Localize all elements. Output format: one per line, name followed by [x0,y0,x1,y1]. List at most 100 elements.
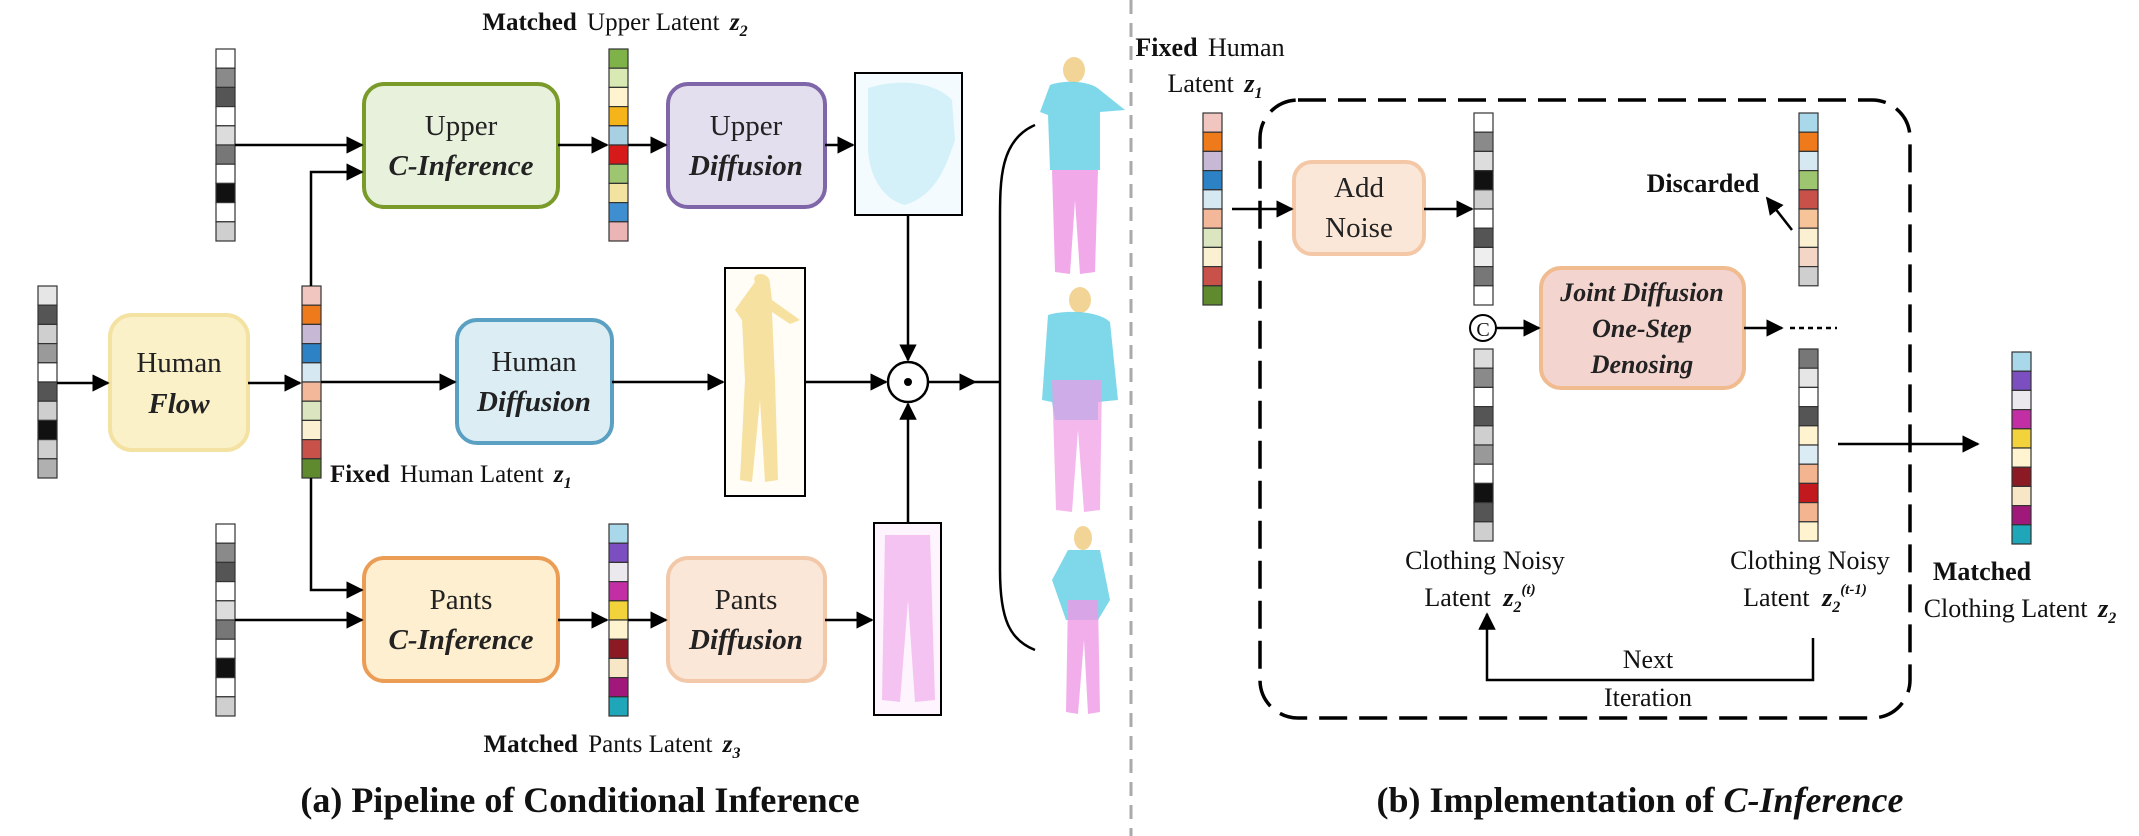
vector-cell [1202,112,1223,133]
vector-cell [1202,208,1223,229]
pants-pointcloud-thumb [873,522,942,716]
vector-cell [1798,170,1819,191]
hadamard-product-node [886,360,930,404]
vector-cell [1798,367,1819,389]
pants-c-inference-box: Pants C-Inference [362,556,560,683]
noisy-t-var: z [1502,583,1514,612]
matched-pants-latent-vector [608,523,629,717]
vector-cell [215,696,236,717]
vector-cell [1473,425,1494,446]
matched-pants-rest: Pants Latent [588,731,712,758]
upper-c-inference-box: Upper C-Inference [362,82,560,209]
clothing-noisy-t-line2: Latent z2(t) [1424,582,1535,616]
vector-cell [37,419,58,441]
vector-cell [1798,246,1819,268]
vector-cell [1473,189,1494,210]
matched-clothing-line1: Matched [1933,557,2032,586]
vector-cell [1473,150,1494,172]
vector-cell [215,580,236,602]
vector-cell [608,48,629,69]
human-flow-box: Human Flow [108,313,250,452]
vector-cell [2011,409,2032,430]
vector-cell [215,67,236,88]
discarded-label: Discarded [1647,169,1760,198]
vector-cell [37,381,58,402]
caption-b-italic: C-Inference [1724,780,1904,820]
fixed-human-latent-label: Fixed Human Latent z1 [330,461,572,492]
matched-pants-var: z [722,731,733,758]
fixed-human-rest: Human Latent [400,461,544,488]
c-inference-arrows [1232,196,1980,682]
joint-line1: Joint Diffusion [1559,278,1724,307]
clothing-noisy-t1-line1: Clothing Noisy [1730,546,1890,575]
vector-cell [2011,524,2032,545]
human-pointcloud-thumb [724,267,806,497]
vector-cell [215,86,236,108]
vector-cell [2011,505,2032,526]
vector-cell [215,676,236,698]
vector-cell [215,221,236,242]
pants-c-inference-line2: C-Inference [389,624,534,656]
vector-cell [1473,386,1494,408]
matched-pants-bold: Matched [484,731,579,758]
vector-cell [1473,444,1494,465]
vector-cell [2011,370,2032,392]
vector-cell [1473,246,1494,268]
matched-upper-var: z [729,9,740,36]
vector-cell [215,600,236,621]
vector-cell [1202,246,1223,268]
output-figure-3 [1052,526,1110,714]
vector-cell [1798,406,1819,427]
vector-cell [1473,521,1494,542]
pants-diffusion-line1: Pants [715,584,778,616]
vector-cell [215,619,236,640]
vector-cell [1202,285,1223,306]
matched-clothing-line2: Clothing Latent z2 [1924,594,2117,627]
upper-diffusion-line2: Diffusion [688,150,803,182]
clothing-noisy-top-vector [1473,112,1494,306]
add-noise-line1: Add [1334,172,1384,204]
vector-cell [608,676,629,698]
vector-cell [1798,386,1819,408]
pants-diffusion-line2: Diffusion [688,624,803,656]
clothing-noisy-t-vector [1473,348,1494,542]
vector-cell [1798,266,1819,287]
upper-c-inference-line2: C-Inference [389,150,534,182]
vector-cell [1798,425,1819,446]
vector-cell [301,419,322,441]
vector-cell [215,561,236,583]
matched-pants-sub: 3 [731,745,740,762]
vector-cell [1798,348,1819,369]
vector-cell [215,105,236,127]
vector-cell [2011,351,2032,372]
vector-cell [301,400,322,422]
fixed-human-b-bold: Fixed [1135,33,1198,62]
upper-pointcloud-thumb [854,72,963,216]
vector-cell [608,542,629,564]
vector-cell [1473,266,1494,287]
matched-upper-sub: 2 [739,23,748,40]
vector-cell [301,304,322,326]
upper-c-inference-line1: Upper [425,110,498,142]
vector-cell [1473,482,1494,504]
joint-line2: One-Step [1592,314,1692,343]
vector-cell [608,619,629,640]
matched-clothing-latent-vector [2011,351,2032,545]
human-diffusion-line2: Diffusion [476,386,591,418]
fixed-human-bold: Fixed [330,461,390,488]
fixed-human-b-sub: 1 [1255,85,1263,102]
matched-clothing-text: Clothing Latent [1924,594,2089,623]
noisy-t-latent: Latent [1424,583,1491,612]
noisy-t-sub: 2 [1512,599,1521,616]
clothing-noisy-t-line1: Clothing Noisy [1405,546,1565,575]
vector-cell [1473,112,1494,133]
vector-cell [1473,367,1494,389]
vector-cell [1202,189,1223,210]
vector-cell [1473,227,1494,248]
vector-cell [1798,131,1819,152]
clothing-noisy-t1-vector [1798,348,1819,542]
pants-diffusion-box: Pants Diffusion [666,556,827,683]
fixed-human-latent-label-b2: Latent z1 [1167,69,1262,102]
vector-cell [1798,521,1819,542]
human-diffusion-line1: Human [491,346,577,378]
